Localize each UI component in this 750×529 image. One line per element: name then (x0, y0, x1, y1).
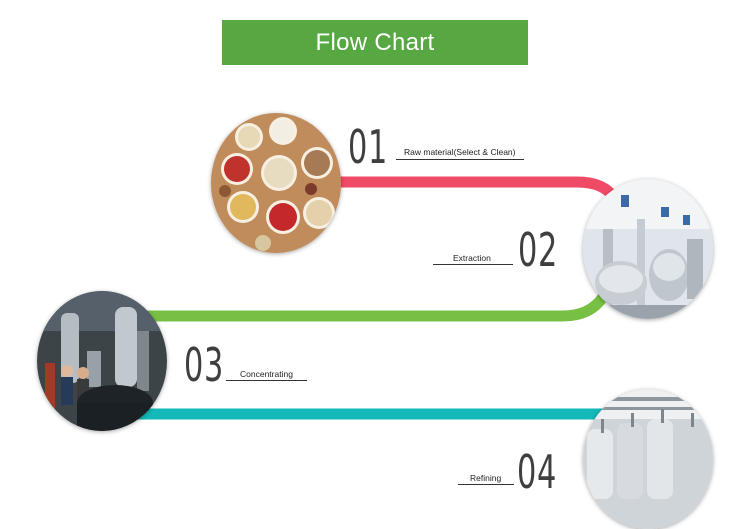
step-underline-04 (458, 484, 514, 485)
step-underline-03 (226, 380, 307, 381)
extraction-photo (583, 179, 713, 319)
step-underline-02 (433, 264, 513, 265)
concentrating-photo (37, 291, 167, 431)
step-label-concentrating: Concentrating (240, 369, 293, 379)
step-number-03: 03 (184, 338, 224, 392)
connector-02-03 (104, 291, 609, 322)
flow-chart-title-banner: Flow Chart (222, 20, 528, 65)
step-label-refining: Refining (470, 473, 502, 483)
connector-01-02 (294, 176, 620, 204)
step-number-02: 02 (518, 223, 558, 277)
step-number-04: 04 (517, 445, 557, 499)
step-label-extraction: Extraction (453, 253, 491, 263)
raw-material-photo (211, 113, 341, 253)
step-underline-01 (396, 159, 524, 160)
step-label-raw-material: Raw material(Select & Clean) (404, 147, 516, 157)
page-title: Flow Chart (315, 28, 435, 56)
refining-photo (583, 389, 713, 529)
step-number-01: 01 (348, 120, 388, 174)
